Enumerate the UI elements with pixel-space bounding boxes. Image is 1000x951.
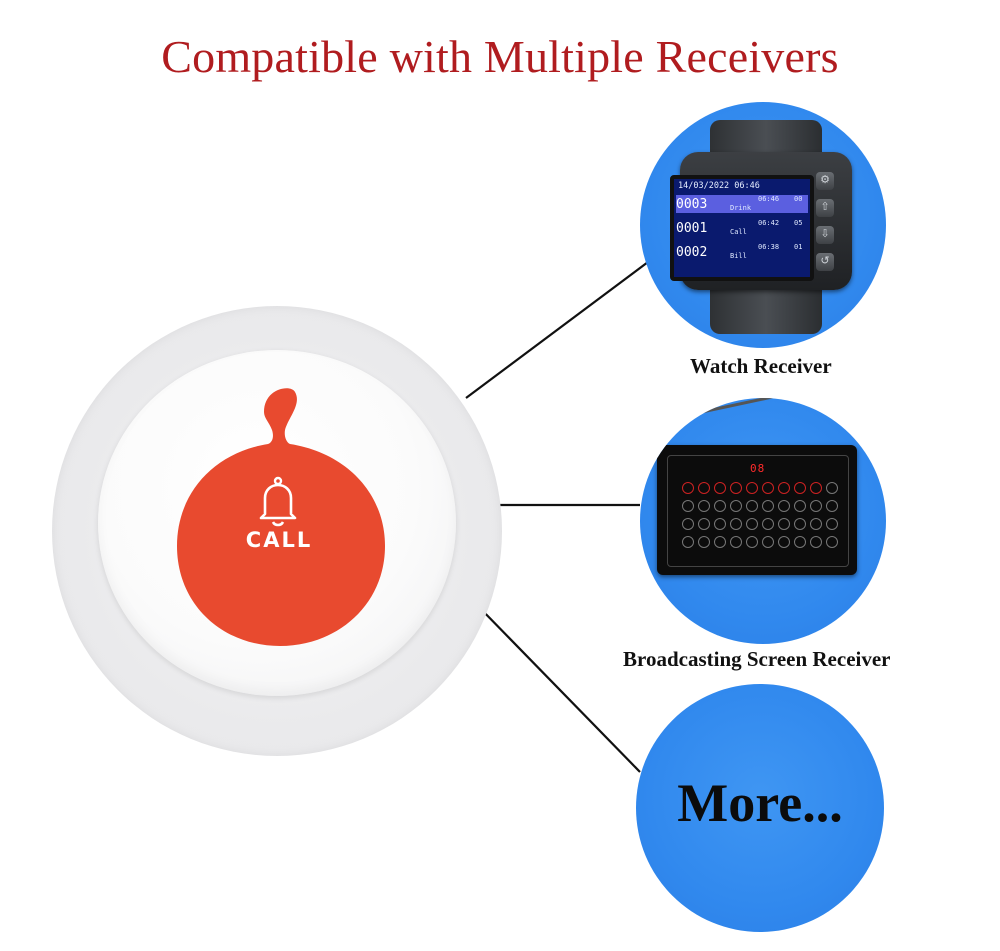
receiver-key	[698, 500, 710, 512]
receiver-key	[714, 536, 726, 548]
receiver-key	[730, 482, 742, 494]
receiver-key	[794, 500, 806, 512]
headline: Compatible with Multiple Receivers	[161, 31, 839, 82]
watch-receiver-caption: Watch Receiver	[690, 354, 832, 378]
gear-icon: ⚙	[820, 173, 830, 186]
receiver-key	[746, 482, 758, 494]
more-receivers-circle: More...	[636, 684, 884, 932]
receiver-key	[762, 482, 774, 494]
receiver-key	[826, 482, 838, 494]
watch-up-button: ⇧	[816, 199, 834, 217]
receiver-key	[714, 482, 726, 494]
receiver-key	[682, 518, 694, 530]
receiver-key	[682, 482, 694, 494]
receiver-key	[762, 500, 774, 512]
receiver-key	[810, 500, 822, 512]
receiver-key	[698, 536, 710, 548]
receiver-key	[810, 482, 822, 494]
receiver-key	[682, 536, 694, 548]
watch-settings-button: ⚙	[816, 172, 834, 190]
receiver-key	[714, 500, 726, 512]
line-to-more	[477, 605, 641, 773]
receiver-key	[778, 482, 790, 494]
receiver-key	[698, 482, 710, 494]
arrow-up-icon: ⇧	[820, 200, 830, 213]
screen-receiver-circle: 08	[640, 398, 886, 644]
watch-buttons: ⚙ ⇧ ⇩ ↺	[816, 172, 838, 280]
receiver-key	[746, 536, 758, 548]
receiver-key	[810, 518, 822, 530]
receiver-key	[682, 500, 694, 512]
watch-screen-header: 14/03/2022 06:46	[678, 181, 760, 191]
antenna	[675, 398, 784, 419]
receiver-key	[730, 500, 742, 512]
led-display: 08	[750, 462, 766, 475]
back-icon: ↺	[820, 254, 830, 267]
receiver-key	[826, 536, 838, 548]
watch-row: 0001 Call 06:42 05	[676, 219, 803, 236]
receiver-key	[794, 536, 806, 548]
receiver-key	[762, 536, 774, 548]
receiver-key	[778, 518, 790, 530]
receiver-key	[698, 518, 710, 530]
watch-row: 0003 Drink 06:46 00	[676, 195, 808, 213]
screen-receiver-caption: Broadcasting Screen Receiver	[623, 647, 891, 671]
receiver-key	[810, 536, 822, 548]
watch-screen: 14/03/2022 06:46 0003 Drink 06:46 00 000…	[670, 175, 814, 281]
call-label: CALL	[245, 528, 313, 552]
more-label: More...	[677, 773, 843, 833]
watch-row: 0002 Bill 06:38 01	[676, 243, 803, 260]
broadcast-screen-device: 08	[657, 445, 857, 575]
receiver-key	[730, 536, 742, 548]
watch-receiver-circle: 14/03/2022 06:46 0003 Drink 06:46 00 000…	[640, 102, 886, 348]
receiver-key	[762, 518, 774, 530]
watch-down-button: ⇩	[816, 226, 834, 244]
receiver-key	[746, 500, 758, 512]
receiver-key	[794, 518, 806, 530]
receiver-key	[778, 500, 790, 512]
bell-icon	[259, 476, 297, 527]
arrow-down-icon: ⇩	[820, 227, 830, 240]
receiver-key	[826, 518, 838, 530]
receiver-key	[778, 536, 790, 548]
receiver-key	[746, 518, 758, 530]
call-button-device: CALL	[52, 306, 502, 756]
watch-back-button: ↺	[816, 253, 834, 271]
screen-panel: 08	[667, 455, 849, 567]
watch-device: 14/03/2022 06:46 0003 Drink 06:46 00 000…	[640, 102, 886, 348]
receiver-key	[826, 500, 838, 512]
receiver-key	[714, 518, 726, 530]
receiver-key	[730, 518, 742, 530]
receiver-key	[794, 482, 806, 494]
